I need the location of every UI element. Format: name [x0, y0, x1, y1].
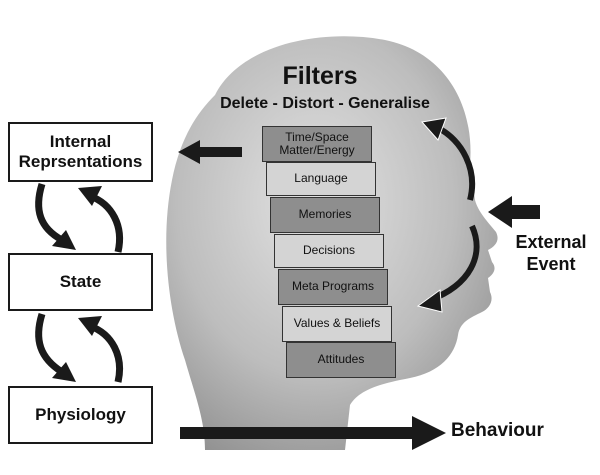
curved-arrows-face — [428, 125, 480, 303]
filter-time-space: Time/Space Matter/Energy — [262, 126, 372, 162]
loop-head-1 — [52, 230, 76, 250]
loop-head-4 — [78, 316, 102, 336]
filter-attitudes: Attitudes — [286, 342, 396, 378]
physiology-box: Physiology — [8, 386, 153, 444]
external-event-label: External Event — [515, 232, 587, 274]
filter-decisions: Decisions — [274, 234, 384, 268]
arrow-external-event — [488, 196, 540, 228]
loop-head-3 — [52, 362, 76, 382]
loop-arrows-state-physiology — [35, 312, 123, 383]
filters-title: Filters — [282, 62, 358, 90]
arrow-to-internal — [178, 140, 242, 164]
filter-meta-programs: Meta Programs — [278, 269, 388, 305]
arrow-behaviour — [180, 416, 446, 450]
internal-representations-box: Internal Reprsentations — [8, 122, 153, 182]
curved-arrow-head-top — [421, 117, 447, 141]
filters-subtitle: Delete - Distort - Generalise — [220, 95, 430, 112]
state-box: State — [8, 253, 153, 311]
curved-arrow-head-bottom — [416, 289, 443, 313]
filter-memories: Memories — [270, 197, 380, 233]
loop-head-2 — [78, 186, 102, 206]
filter-language: Language — [266, 162, 376, 196]
behaviour-label: Behaviour — [451, 420, 544, 441]
loop-arrows-internal-state — [35, 182, 123, 253]
filter-values-beliefs: Values & Beliefs — [282, 306, 392, 342]
